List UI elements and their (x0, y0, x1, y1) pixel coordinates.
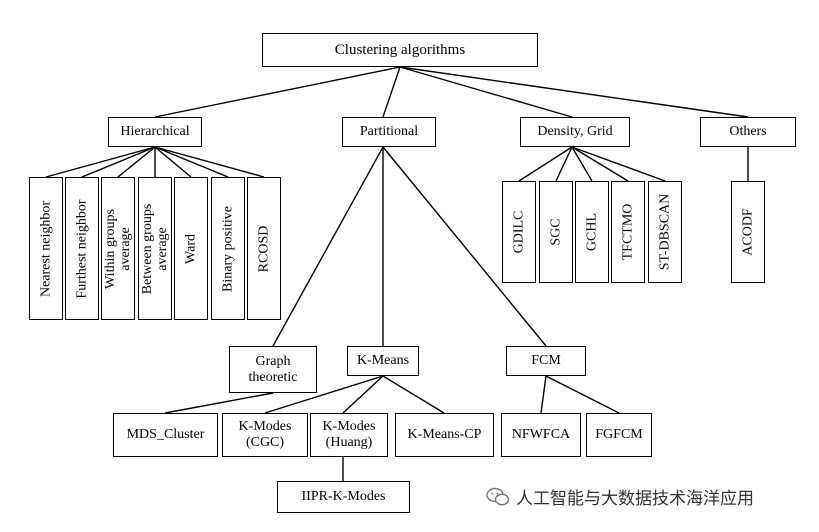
leaf-label: GCHL (584, 212, 600, 252)
leaf-gchl: GCHL (575, 181, 609, 283)
leaf-label: GDILC (511, 210, 527, 254)
fgfcm-label: FGFCM (595, 427, 643, 442)
wechat-icon (486, 487, 510, 505)
leaf-label: Nearest neighbor (38, 200, 54, 297)
watermark-text: 人工智能与大数据技术海洋应用 (516, 489, 754, 509)
others-node: Others (700, 117, 796, 147)
partitional-label: Partitional (359, 124, 419, 139)
leaf-label: TFCTMO (620, 203, 636, 261)
leaf-ward: Ward (174, 177, 208, 320)
leaf-gdilc: GDILC (502, 181, 536, 283)
leaf-acodf: ACODF (731, 181, 765, 283)
fcm-label: FCM (531, 353, 561, 368)
kmodes-huang-node: K-Modes (Huang) (310, 413, 388, 457)
kmodes-huang-label: K-Modes (Huang) (322, 419, 376, 450)
density-grid-node: Density, Grid (520, 117, 630, 147)
leaf-sgc: SGC (539, 181, 573, 283)
kmodes-cgc-node: K-Modes (CGC) (222, 413, 308, 457)
hierarchical-node: Hierarchical (108, 117, 202, 147)
leaf-label: Between groups average (140, 203, 170, 294)
leaf-st-dbscan: ST-DBSCAN (648, 181, 682, 283)
leaf-label: RCOSD (256, 225, 272, 272)
leaf-label: Within groups average (103, 208, 133, 289)
graph-theoretic-label: Graph theoretic (248, 353, 298, 385)
leaf-tfctmo: TFCTMO (611, 181, 645, 283)
mds-cluster-label: MDS_Cluster (126, 427, 205, 442)
leaf-label: Ward (183, 233, 199, 264)
watermark: 人工智能与大数据技术海洋应用 (486, 484, 754, 509)
root-node: Clustering algorithms (262, 33, 538, 67)
leaf-furthest-neighbor: Furthest neighbor (65, 177, 99, 320)
leaf-label: Binary positive (220, 205, 236, 292)
nfwfca-label: NFWFCA (511, 427, 571, 442)
iipr-kmodes-label: IIPR-K-Modes (301, 489, 386, 504)
leaf-label: SGC (548, 218, 564, 246)
fcm-node: FCM (506, 346, 586, 376)
leaf-label: ST-DBSCAN (657, 193, 673, 271)
leaf-between-groups-average: Between groups average (138, 177, 172, 320)
hierarchical-label: Hierarchical (120, 124, 190, 139)
fgfcm-node: FGFCM (586, 413, 652, 457)
graph-theoretic-node: Graph theoretic (229, 346, 317, 393)
leaf-label: Furthest neighbor (74, 198, 90, 299)
kmeans-node: K-Means (347, 346, 419, 376)
leaf-label: ACODF (740, 208, 756, 256)
leaf-binary-positive: Binary positive (211, 177, 245, 320)
leaf-nearest-neighbor: Nearest neighbor (29, 177, 63, 320)
kmeans-label: K-Means (356, 353, 410, 368)
kmeans-cp-label: K-Means-CP (407, 427, 482, 442)
density-grid-label: Density, Grid (537, 124, 613, 139)
kmodes-cgc-label: K-Modes (CGC) (238, 419, 292, 450)
iipr-kmodes-node: IIPR-K-Modes (277, 481, 410, 513)
leaf-within-groups-average: Within groups average (101, 177, 135, 320)
partitional-node: Partitional (342, 117, 436, 147)
kmeans-cp-node: K-Means-CP (395, 413, 494, 457)
others-label: Others (729, 124, 767, 139)
mds-cluster-node: MDS_Cluster (113, 413, 218, 457)
root-label: Clustering algorithms (334, 42, 466, 58)
leaf-rcosd: RCOSD (247, 177, 281, 320)
nfwfca-node: NFWFCA (501, 413, 581, 457)
